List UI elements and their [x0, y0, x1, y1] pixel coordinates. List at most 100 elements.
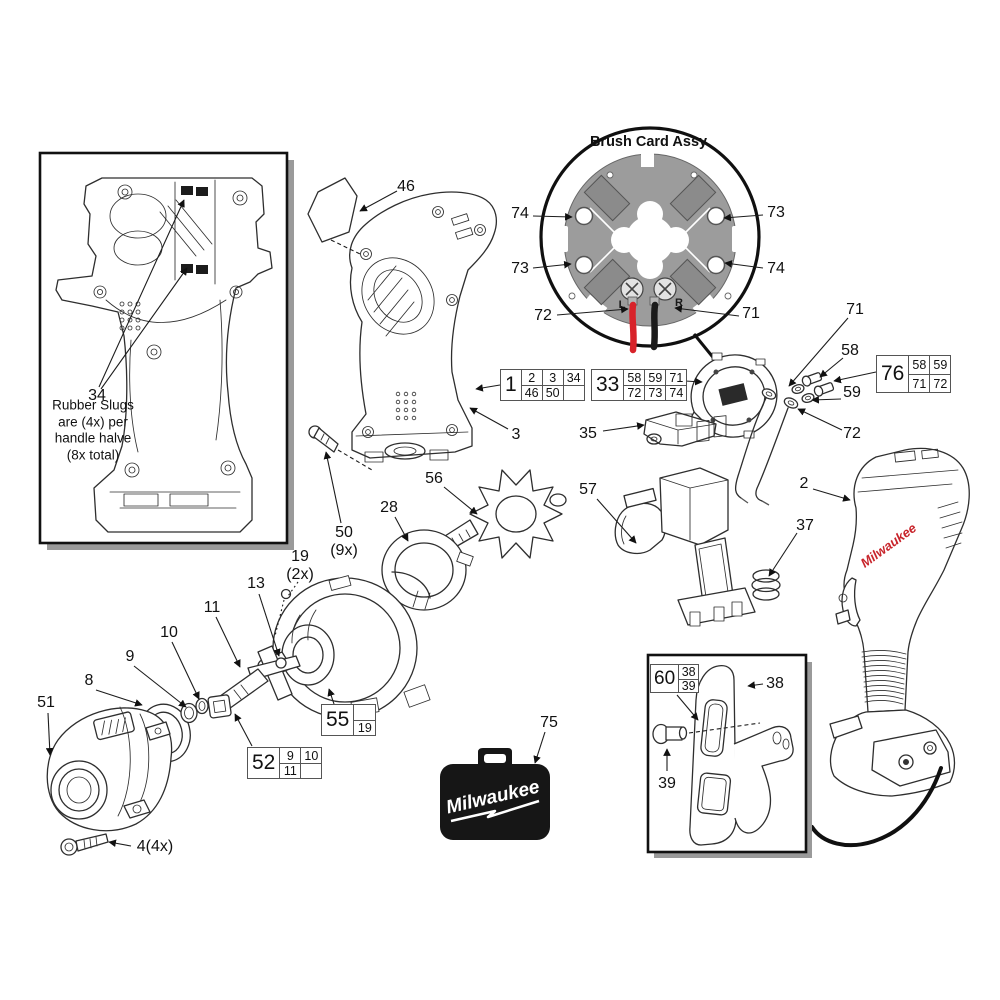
tool-body-drawing: Milwaukee	[810, 447, 970, 848]
callout-73-top-right: 73	[767, 204, 785, 222]
nose-logo-badge	[93, 711, 135, 741]
case-body	[440, 764, 550, 840]
note-line: (8x total)	[66, 447, 120, 463]
group-cell	[562, 385, 584, 400]
sticker-drawing	[307, 177, 361, 255]
callout-10: 10	[160, 624, 178, 642]
nose-screw-drawing	[60, 833, 109, 856]
parts-group-table-76: 76 58 59 71 72	[876, 355, 952, 393]
group-cell: 10	[300, 748, 321, 763]
brush-card-face: L R	[556, 152, 744, 354]
parts-group-table-60: 60 38 39	[650, 664, 700, 693]
parts-group-table-33: 33 58 59 71 72 73 74	[591, 369, 688, 401]
callout-35: 35	[579, 425, 597, 443]
callout-71-wire: 71	[742, 305, 760, 323]
callout-57: 57	[579, 481, 597, 499]
lock-lever-drawing	[643, 411, 717, 447]
brush-holders	[583, 174, 717, 306]
group-cell: 2	[520, 370, 542, 385]
callout-50-number: 50	[335, 524, 353, 542]
grip-fins	[861, 649, 907, 705]
spring-drawing	[751, 569, 781, 601]
group-key-55: 55	[326, 708, 350, 731]
callout-13: 13	[247, 575, 265, 593]
callout-9: 9	[125, 648, 135, 666]
grip-dot-grid	[395, 391, 417, 421]
brush-card-inset-circle: L R	[539, 126, 761, 362]
callout-58: 58	[841, 342, 859, 360]
housing-screw-bosses	[360, 206, 486, 438]
brush-eyelets	[574, 206, 726, 275]
brush-card-title: Brush Card Assy.	[589, 133, 711, 150]
brush-springs	[589, 207, 711, 273]
callout-2: 2	[799, 475, 809, 493]
callout-73-bottom-left: 73	[511, 260, 529, 278]
group-cell: 19	[353, 720, 376, 735]
leader-lines	[45, 190, 877, 848]
callout-19: 19 (2x)	[286, 548, 314, 584]
switch-assembly-drawing	[614, 415, 756, 627]
group-cell: 46	[520, 385, 542, 400]
callout-72-wire: 72	[534, 307, 552, 325]
callout-71-top: 71	[846, 301, 864, 319]
right-brush-wire-black	[650, 301, 659, 351]
callout-38: 38	[766, 675, 784, 693]
parts-group-table-52: 52 9 10 11	[247, 747, 323, 779]
group-cell	[300, 763, 322, 778]
group-cell: 73	[644, 385, 666, 400]
callout-19-qty: (2x)	[286, 566, 314, 583]
logo-lightning-bolt	[450, 799, 540, 823]
group-cell: 71	[665, 370, 686, 385]
callout-3: 3	[511, 426, 521, 444]
parts-group-table-1: 1 2 3 34 46 50	[500, 369, 585, 401]
note-line: handle halve	[54, 431, 132, 446]
group-cell: 50	[541, 385, 563, 400]
callout-46: 46	[397, 178, 415, 196]
callout-4: 4(4x)	[136, 838, 174, 856]
callout-19-number: 19	[291, 548, 309, 566]
group-cell: 59	[929, 356, 950, 374]
group-cell: 58	[908, 356, 929, 374]
impact-mechanism-drawing	[257, 571, 431, 719]
field-ring-drawing	[381, 529, 474, 611]
rubber-slug-note: Rubber Slugs are (4x) per handle halve (…	[52, 398, 134, 465]
callout-74-bottom-right: 74	[767, 260, 785, 278]
group-key-1: 1	[505, 373, 517, 396]
screw-bosses	[93, 184, 248, 478]
group-cell: 11	[279, 763, 301, 778]
group-cell: 34	[562, 370, 584, 385]
terminal-screws	[620, 277, 677, 301]
callout-11: 11	[203, 599, 221, 617]
belt-hook-location-circle	[810, 766, 943, 848]
group-cell: 74	[665, 385, 687, 400]
callout-72-side: 72	[843, 425, 861, 443]
group-cell: 3	[541, 370, 563, 385]
group-key-60: 60	[654, 667, 676, 689]
vent-dot-grid	[119, 301, 141, 331]
callout-50-qty: (9x)	[330, 542, 358, 559]
main-housing-drawing	[349, 191, 497, 463]
group-cell: 38	[678, 665, 698, 679]
callout-37: 37	[796, 517, 814, 535]
callout-51: 51	[37, 694, 55, 712]
callout-39: 39	[658, 775, 676, 793]
balls-drawing	[274, 581, 299, 669]
belt-hook-drawing	[652, 664, 794, 846]
group-key-76: 76	[881, 362, 905, 385]
handle-half-drawing	[55, 177, 273, 533]
group-cell: 39	[678, 678, 699, 693]
group-cell: 58	[623, 370, 644, 385]
group-cell: 59	[644, 370, 665, 385]
carry-case-drawing: Milwaukee	[440, 748, 550, 840]
left-brush-wire-red	[629, 301, 637, 354]
armature-drawing	[439, 469, 567, 559]
group-cell: 72	[623, 385, 645, 400]
callout-56: 56	[425, 470, 443, 488]
group-cell: 9	[279, 748, 300, 763]
callout-50: 50 (9x)	[330, 524, 358, 560]
terminal-left-letter: L	[619, 299, 626, 311]
callout-74-top-left: 74	[511, 205, 529, 223]
callout-28: 28	[380, 499, 398, 517]
housing-screw-drawing	[308, 425, 373, 471]
callout-75: 75	[540, 714, 558, 732]
